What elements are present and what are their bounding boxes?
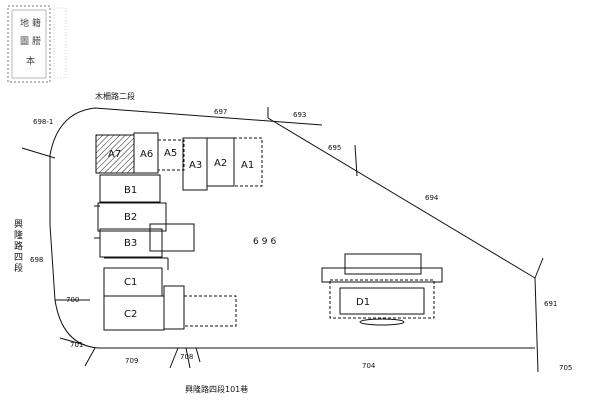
parcel-709: 709: [125, 357, 138, 365]
parcel-695: 695: [328, 144, 341, 152]
building-A5: [157, 139, 185, 171]
building-C2-annex: [163, 285, 185, 330]
parcel-698-1: 698-1: [33, 118, 53, 126]
parcel-691: 691: [544, 300, 557, 308]
label-A1: A1: [241, 160, 254, 171]
label-B1: B1: [124, 185, 137, 196]
boundary-691-tick: [534, 257, 544, 279]
parcel-704: 704: [362, 362, 376, 370]
boundary-709-left: [84, 347, 96, 367]
parcel-705: 705: [559, 364, 572, 372]
parcel-700: 700: [66, 296, 79, 304]
parcel-697: 697: [214, 108, 227, 116]
parcel-708: 708: [180, 353, 193, 361]
building-footprints: [94, 132, 263, 331]
boundary-698-1: [21, 147, 56, 159]
road-bottom-name: 興隆路四段101巷: [185, 384, 248, 394]
boundary-east: [534, 277, 539, 373]
label-A5: A5: [164, 148, 177, 159]
boundary-west-road: [49, 224, 99, 349]
building-B3-annex: [149, 223, 195, 252]
svg-text:圖: 圖: [20, 36, 29, 47]
svg-text:本: 本: [26, 55, 35, 67]
svg-text:謄: 謄: [32, 35, 41, 47]
road-left-char-2: 隆: [14, 229, 23, 241]
parcel-698: 698: [30, 256, 43, 264]
svg-text:地: 地: [20, 17, 29, 29]
label-B3: B3: [124, 238, 137, 249]
boundary-708-a: [169, 347, 179, 369]
boundary-695-tick: [354, 144, 358, 177]
boundary-701: [59, 337, 86, 346]
building-B3-frame: [99, 228, 163, 258]
label-D1: D1: [356, 297, 370, 308]
building-labels: A7 A6 A5 A3 A2 A1 B1 B2 B3 C1 C2 D1: [108, 148, 370, 320]
building-A7-hatched: [95, 134, 135, 174]
boundary-curve-northwest: [49, 107, 323, 225]
label-A2: A2: [214, 158, 227, 169]
label-C1: C1: [124, 277, 137, 288]
building-D1-footprint: [321, 253, 443, 326]
svg-text:籍: 籍: [32, 17, 41, 29]
parcel-694: 694: [425, 194, 439, 202]
building-A1: [233, 137, 263, 187]
building-B2-frame: [97, 202, 167, 232]
label-A6: A6: [140, 149, 153, 160]
parcel-693: 693: [293, 111, 306, 119]
boundary-708-c: [195, 347, 201, 363]
road-left-char-4: 四: [14, 253, 23, 263]
label-A7: A7: [108, 149, 121, 160]
building-A6: [133, 132, 159, 174]
road-left-char-5: 段: [14, 262, 23, 274]
road-left-char-3: 路: [14, 240, 23, 252]
label-C2: C2: [124, 309, 137, 320]
parcel-boundaries: [21, 107, 544, 373]
label-A3: A3: [189, 160, 202, 171]
parcel-numbers: 698-1 697 693 695 694 696 698 700 701 70…: [30, 108, 572, 372]
road-left-char-1: 興: [14, 219, 23, 230]
building-B1-frame: [99, 174, 161, 203]
boundary-northeast: [267, 117, 536, 279]
parcel-696: 696: [253, 237, 279, 247]
label-B2: B2: [124, 212, 137, 223]
road-top-name: 木柵路二段: [95, 91, 135, 101]
official-stamp: 地 籍 圖 謄 本: [7, 5, 67, 83]
parcel-701: 701: [70, 341, 83, 349]
building-C-extension: [183, 295, 237, 327]
boundary-708-b: [185, 347, 191, 369]
road-names: 木柵路二段 興 隆 路 四 段 興隆路四段101巷: [14, 91, 248, 394]
